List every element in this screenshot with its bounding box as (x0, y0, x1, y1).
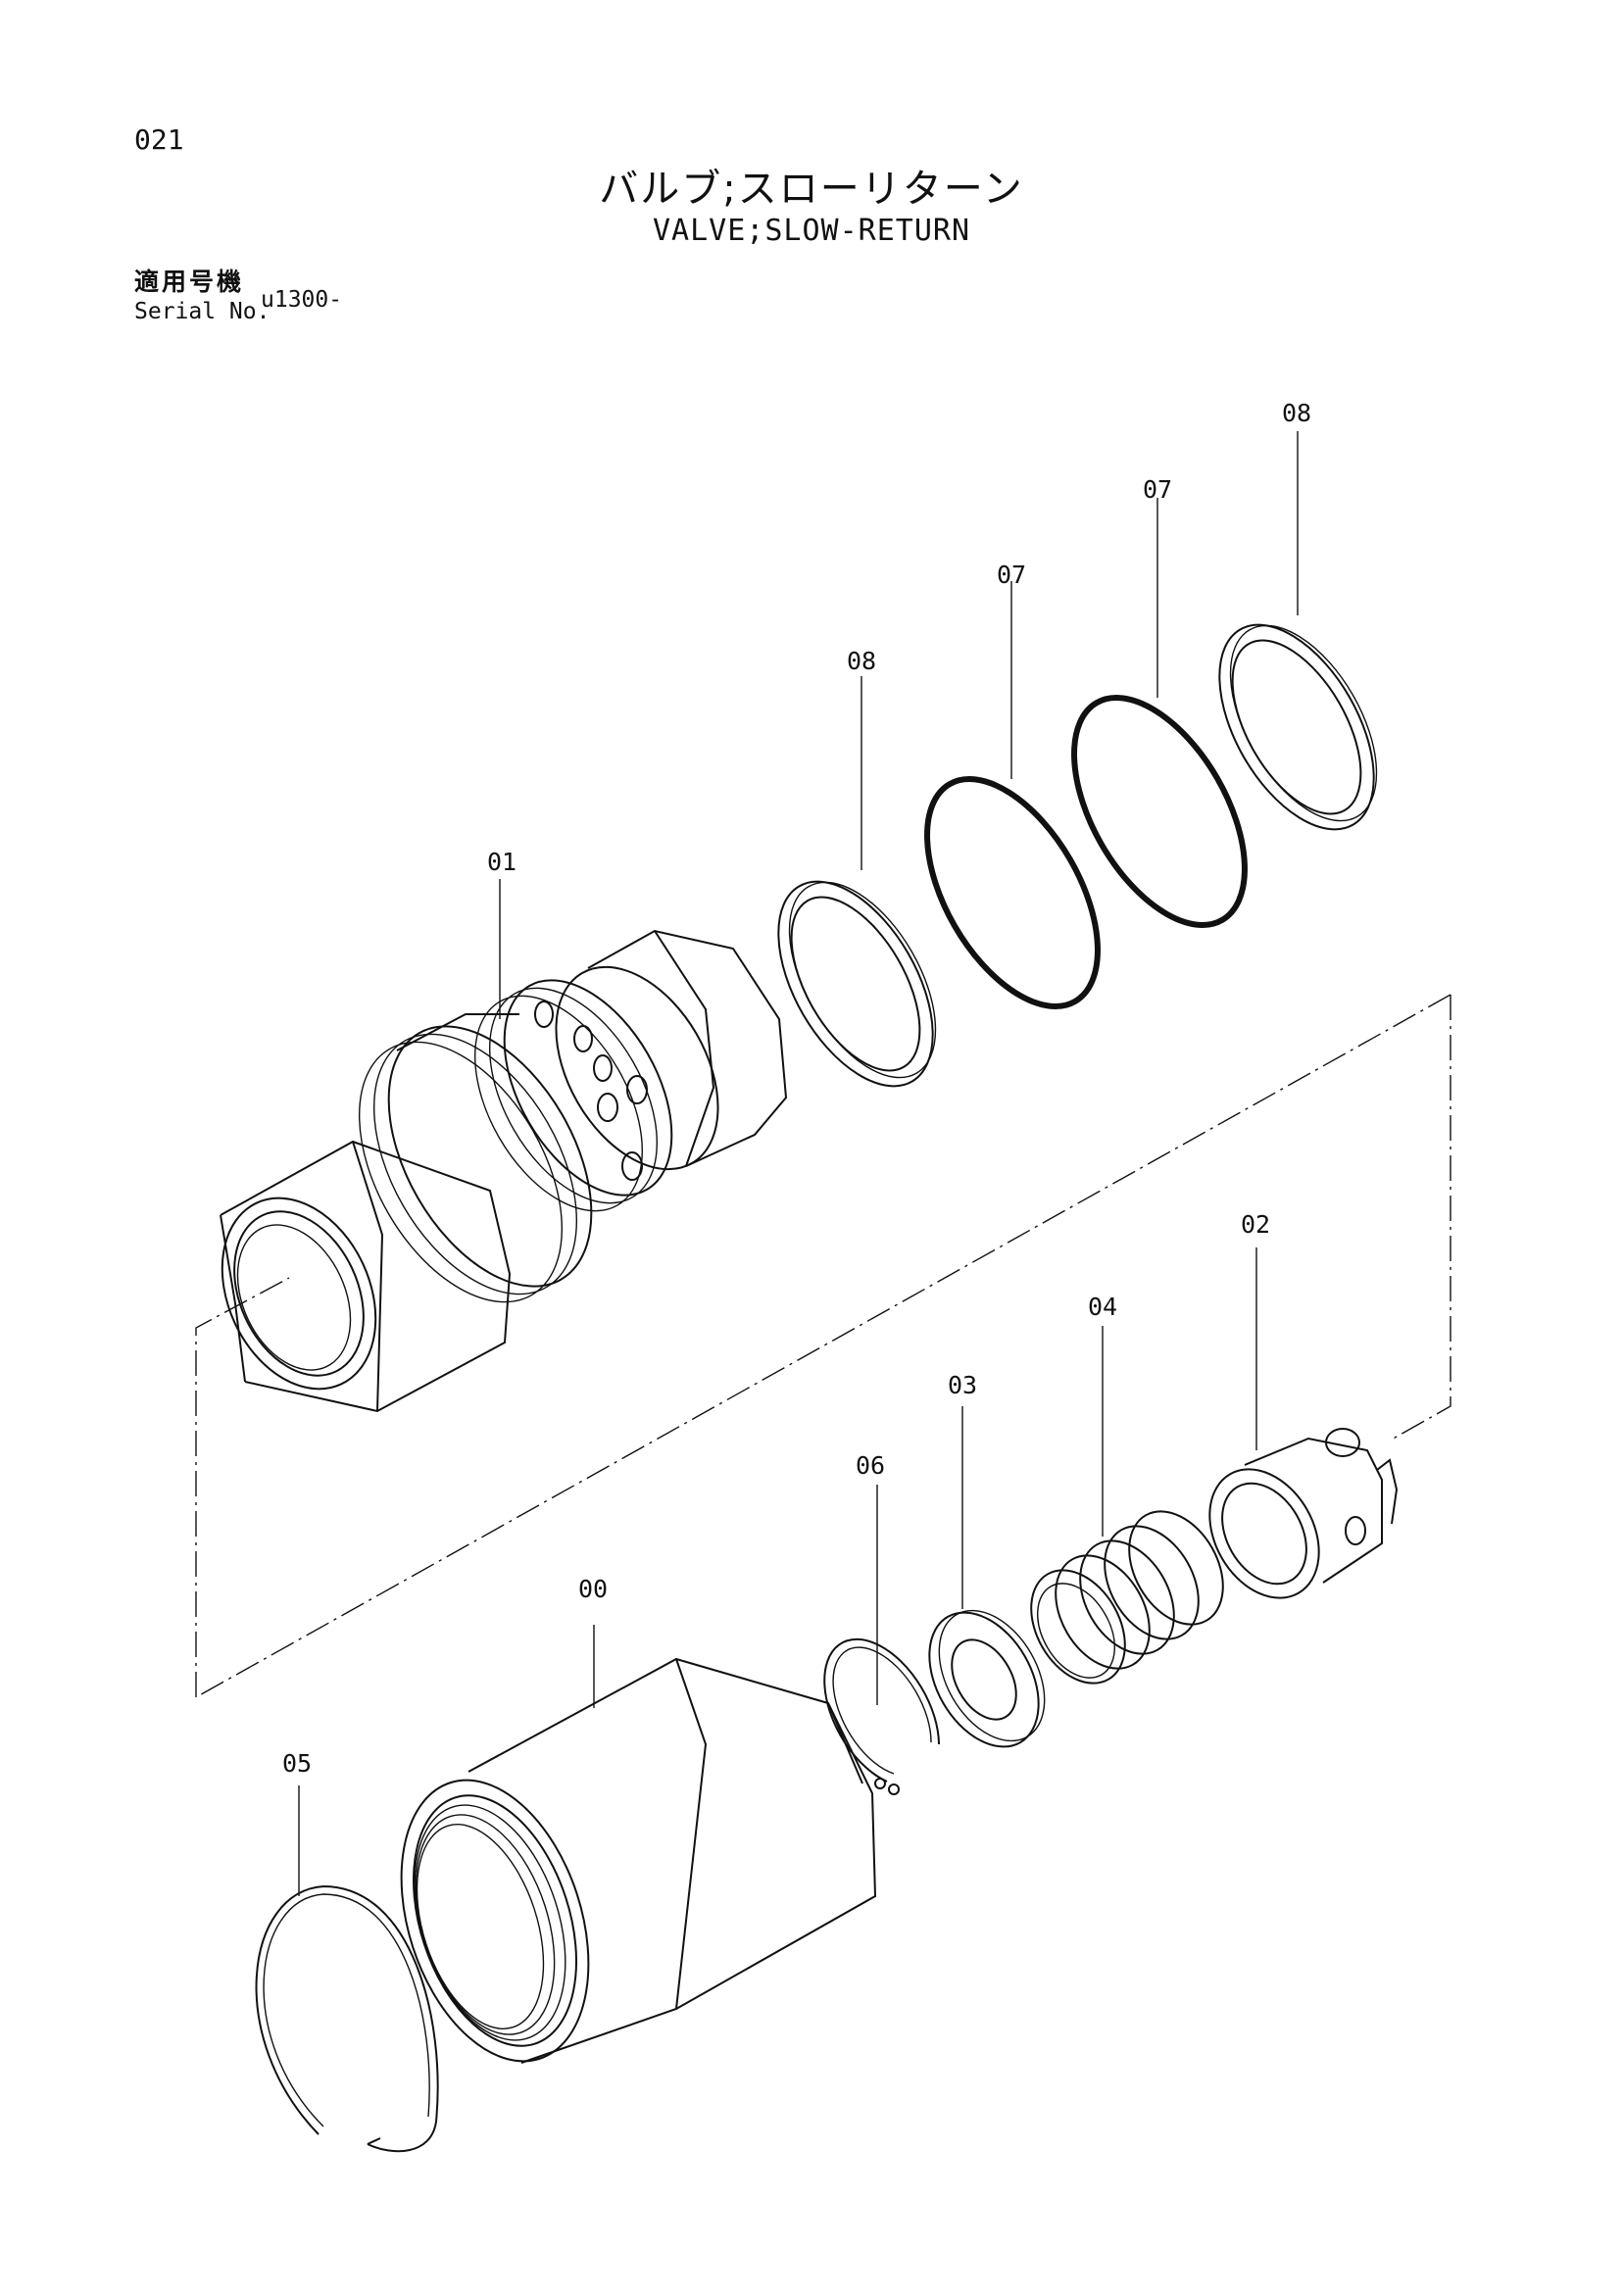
assembly-centerlines (195, 994, 1451, 1698)
callout-00: 00 (578, 1575, 608, 1603)
part-07-o-ring-left[interactable] (892, 751, 1133, 1035)
part-04-spring[interactable] (1012, 1494, 1243, 1699)
callout-04: 04 (1088, 1293, 1117, 1321)
part-03-seat[interactable] (907, 1592, 1065, 1766)
part-01-valve-body[interactable] (193, 929, 788, 1414)
callout-07-right: 07 (1143, 475, 1172, 504)
serial-label-english: Serial No. (134, 299, 270, 324)
callout-08-left: 08 (847, 647, 876, 675)
part-08-washer-right[interactable] (1188, 599, 1406, 855)
callout-02: 02 (1241, 1210, 1270, 1239)
title-english: VALVE;SLOW-RETURN (652, 214, 971, 248)
page-number: 021 (134, 123, 184, 156)
part-06-snap-ring[interactable] (823, 1637, 940, 1795)
callout-05: 05 (282, 1749, 312, 1778)
callout-labels: 08 07 07 08 01 02 04 03 06 00 05 (282, 399, 1311, 1778)
part-02-poppet[interactable] (1188, 1428, 1399, 1618)
callout-03: 03 (948, 1371, 977, 1399)
part-05-retaining-ring[interactable] (255, 1884, 439, 2153)
part-08-washer-left[interactable] (747, 855, 965, 1111)
callout-01: 01 (487, 848, 516, 876)
serial-label-japanese: 適用号機 (134, 268, 245, 296)
callout-07-left: 07 (997, 561, 1026, 589)
part-00-housing-nut[interactable] (369, 1657, 877, 2085)
callout-08-right: 08 (1282, 399, 1311, 427)
callout-06: 06 (856, 1451, 885, 1480)
title-japanese: バルブ;スローリターン (599, 167, 1024, 212)
part-07-o-ring-right[interactable] (1039, 669, 1280, 953)
serial-value: u1300- (261, 287, 343, 313)
leader-lines (298, 431, 1299, 1896)
